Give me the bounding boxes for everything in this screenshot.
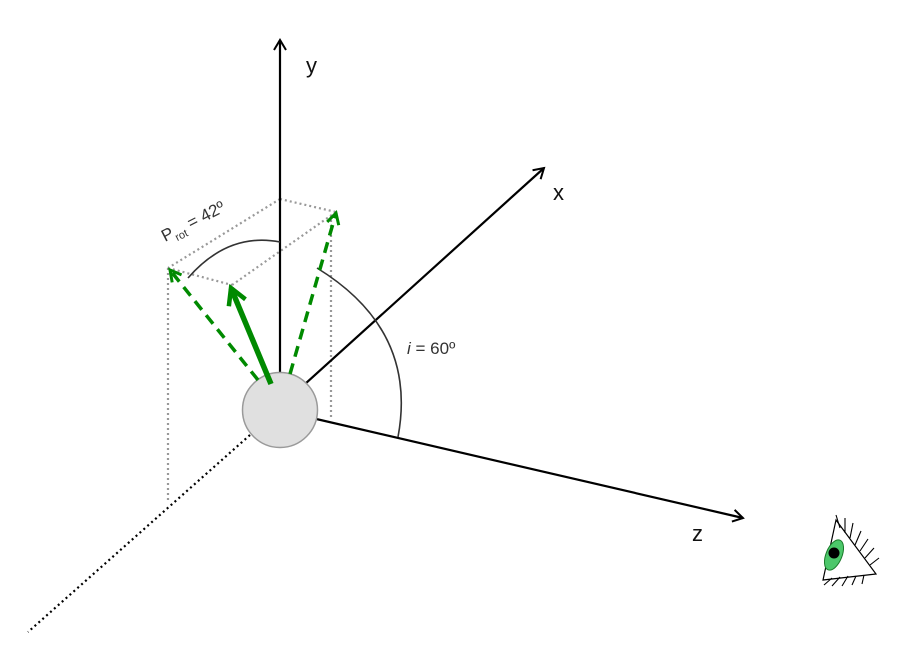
line-of-sight-dotted [27,434,251,633]
period-value: = 42º [180,197,228,234]
rotation-axis-dashed-right [288,213,336,375]
inclination-label: i = 60º [407,339,455,358]
period-angle-arc [187,239,281,279]
period-label: Prot = 42º [158,197,230,249]
eye-icon [822,514,880,587]
y-axis-label: y [306,53,317,78]
x-axis [304,166,546,385]
x-axis-label: x [553,180,564,205]
svg-text:Prot = 42º: Prot = 42º [158,197,230,249]
inclination-symbol: i [407,339,412,358]
period-subscript: rot [173,227,190,244]
projection-guides [166,197,337,500]
rotation-axis-dashed-left [170,270,260,382]
inclination-value: = 60º [411,339,456,358]
z-axis-label: z [692,521,703,546]
star-sphere [241,371,319,449]
z-axis [311,416,745,523]
rotation-axis-solid [231,288,274,386]
inclination-angle-arc [316,267,402,438]
